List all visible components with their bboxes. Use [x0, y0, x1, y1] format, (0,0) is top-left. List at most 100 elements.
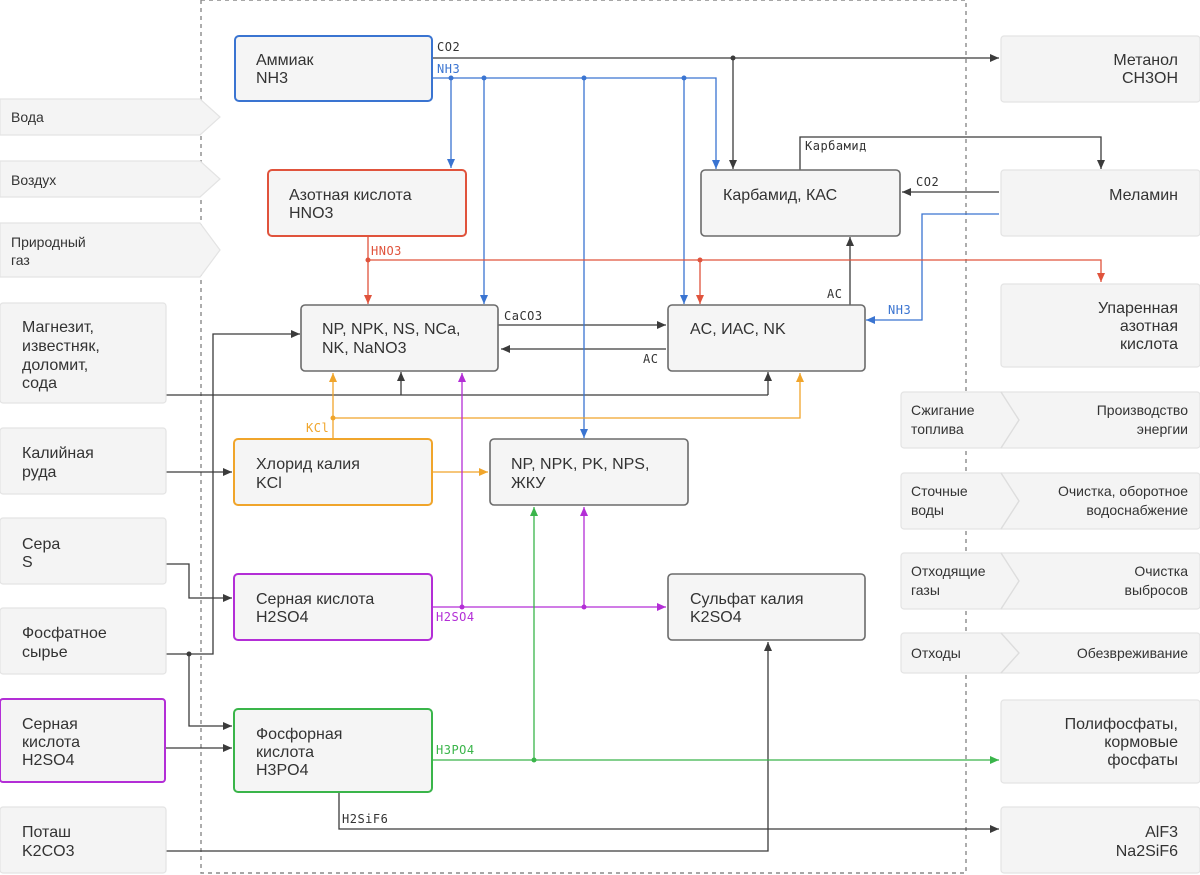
output-metanol — [1000, 35, 1200, 103]
node-sernaya-line2: H2SO4 — [256, 609, 309, 626]
input-gas-line2: газ — [11, 252, 30, 268]
utility-offgas-left-line1: Отходящие — [911, 563, 986, 579]
input-voda — [0, 98, 221, 136]
label-h2sif6: H2SiF6 — [342, 812, 388, 826]
input-potash-line1: Поташ — [22, 824, 71, 841]
input-ruda — [0, 427, 167, 495]
label-h3po4: H3PO4 — [436, 743, 475, 757]
input-h2so4-line3: H2SO4 — [22, 752, 75, 769]
label-caco3: CaCO3 — [504, 309, 543, 323]
h2sif6-line — [338, 792, 999, 833]
utility-wastewater-right-line2: водоснабжение — [1086, 502, 1188, 518]
output-uparennaya-line2: азотная — [1120, 318, 1178, 335]
node-karbamid-line1: Карбамид, КАС — [723, 187, 837, 204]
utility-fuel-left-line2: топлива — [911, 421, 964, 437]
label-kcl: KCl — [306, 421, 329, 435]
node-azotnaya — [267, 169, 467, 237]
input-sera — [0, 517, 167, 585]
output-metanol-line2: CH3OH — [1122, 70, 1178, 87]
utilities: Сжигание топлива Производство энергии Ст… — [900, 391, 1200, 674]
input-fosfat-line1: Фосфатное — [22, 625, 107, 642]
input-gas — [0, 222, 221, 278]
input-sera-line1: Сера — [22, 536, 60, 553]
process-nodes: Аммиак NH3 Азотная кислота HNO3 NP, NPK,… — [233, 35, 901, 793]
flow-labels: CO2 NH3 HNO3 CaCO3 AC AC Карбамид CO2 NH… — [306, 40, 939, 826]
utility-waste — [900, 632, 1200, 674]
node-npk-group-line1: NP, NPK, PK, NPS, — [511, 456, 649, 473]
input-fosfat — [0, 607, 167, 675]
label-nh3-right: NH3 — [888, 303, 911, 317]
node-ac-group-line1: AC, ИАС, NK — [690, 321, 786, 338]
output-alf3-line2: Na2SiF6 — [1116, 843, 1178, 860]
node-hlorid-line1: Хлорид калия — [256, 456, 360, 473]
input-sera-line2: S — [22, 554, 33, 571]
node-hlorid-line2: KCl — [256, 475, 282, 492]
utility-waste-left-line1: Отходы — [911, 645, 961, 661]
connections — [166, 54, 1105, 852]
node-np-group-line2: NK, NaNO3 — [322, 340, 407, 357]
label-co2-melamine: CO2 — [916, 175, 939, 189]
kcl-to-ac-line — [333, 373, 804, 419]
node-fosfornaya — [233, 708, 433, 793]
label-karbamid: Карбамид — [805, 139, 867, 153]
node-sulfat — [667, 573, 866, 641]
input-potash — [0, 806, 167, 874]
label-nh3-top: NH3 — [437, 62, 460, 76]
utility-fuel-left-line1: Сжигание — [911, 402, 975, 418]
node-fosfornaya-line1: Фосфорная — [256, 726, 342, 743]
input-ruda-line1: Калийная — [22, 445, 94, 462]
utility-wastewater-right-line1: Очистка, оборотное — [1058, 483, 1188, 499]
node-sulfat-line1: Сульфат калия — [690, 591, 804, 608]
nh3-melamine-line — [866, 213, 999, 324]
nh3-main-line — [433, 77, 720, 169]
output-melamin-line1: Меламин — [1109, 187, 1178, 204]
input-gas-line1: Природный — [11, 234, 86, 250]
label-ac-top: AC — [827, 287, 842, 301]
potash-line — [166, 642, 772, 852]
node-ammiak-line2: NH3 — [256, 70, 288, 87]
node-ammiak-line1: Аммиак — [256, 52, 315, 69]
node-np-group-line1: NP, NPK, NS, NCa, — [322, 321, 460, 338]
input-h2so4-line1: Серная — [22, 716, 78, 733]
output-uparennaya — [1000, 283, 1200, 368]
output-alf3-line1: AlF3 — [1145, 824, 1178, 841]
input-h2so4 — [0, 698, 166, 783]
utility-wastewater-left-line1: Сточные — [911, 483, 968, 499]
karbamid-to-melamine-line — [799, 136, 1105, 170]
node-ammiak — [234, 35, 433, 102]
node-fosfornaya-line3: H3PO4 — [256, 762, 309, 779]
output-alf3 — [1000, 806, 1200, 874]
utility-fuel-right-line2: энергии — [1137, 421, 1188, 437]
sulfur-to-acid-line — [166, 563, 232, 602]
output-uparennaya-line1: Упаренная — [1098, 300, 1178, 317]
input-magnezit-line3: доломит, — [22, 357, 88, 374]
input-ruda-line2: руда — [22, 464, 57, 481]
label-hno3: HNO3 — [371, 244, 402, 258]
input-magnezit-line2: известняк, — [22, 338, 100, 355]
input-voda-label: Вода — [11, 109, 44, 125]
node-sernaya — [233, 573, 433, 641]
output-melamin — [1000, 169, 1200, 237]
node-karbamid — [700, 169, 901, 237]
node-npk-group — [489, 438, 689, 506]
label-co2-top: CO2 — [437, 40, 460, 54]
output-metanol-line1: Метанол — [1113, 52, 1178, 69]
output-polifosfaty-line1: Полифосфаты, — [1065, 716, 1178, 733]
utility-fuel — [900, 391, 1200, 449]
phosphate-to-h3po4-line — [188, 654, 232, 730]
utility-offgas — [900, 552, 1200, 610]
utility-fuel-right-line1: Производство — [1097, 402, 1188, 418]
input-potash-line2: K2CO3 — [22, 843, 75, 860]
node-np-group — [300, 304, 499, 372]
node-ac-group — [667, 304, 866, 372]
utility-offgas-right-line1: Очистка — [1134, 563, 1188, 579]
label-ac-mid: AC — [643, 352, 658, 366]
utility-offgas-right-line2: выбросов — [1125, 582, 1188, 598]
node-hlorid — [233, 438, 433, 506]
input-magnezit-line1: Магнезит, — [22, 319, 94, 336]
output-uparennaya-line3: кислота — [1120, 336, 1178, 353]
inputs: Вода Воздух Природный газ Магнезит, изве… — [0, 98, 221, 874]
utility-wastewater-left-line2: воды — [911, 502, 944, 518]
output-polifosfaty — [1000, 699, 1200, 784]
input-fosfat-line2: сырье — [22, 644, 68, 661]
